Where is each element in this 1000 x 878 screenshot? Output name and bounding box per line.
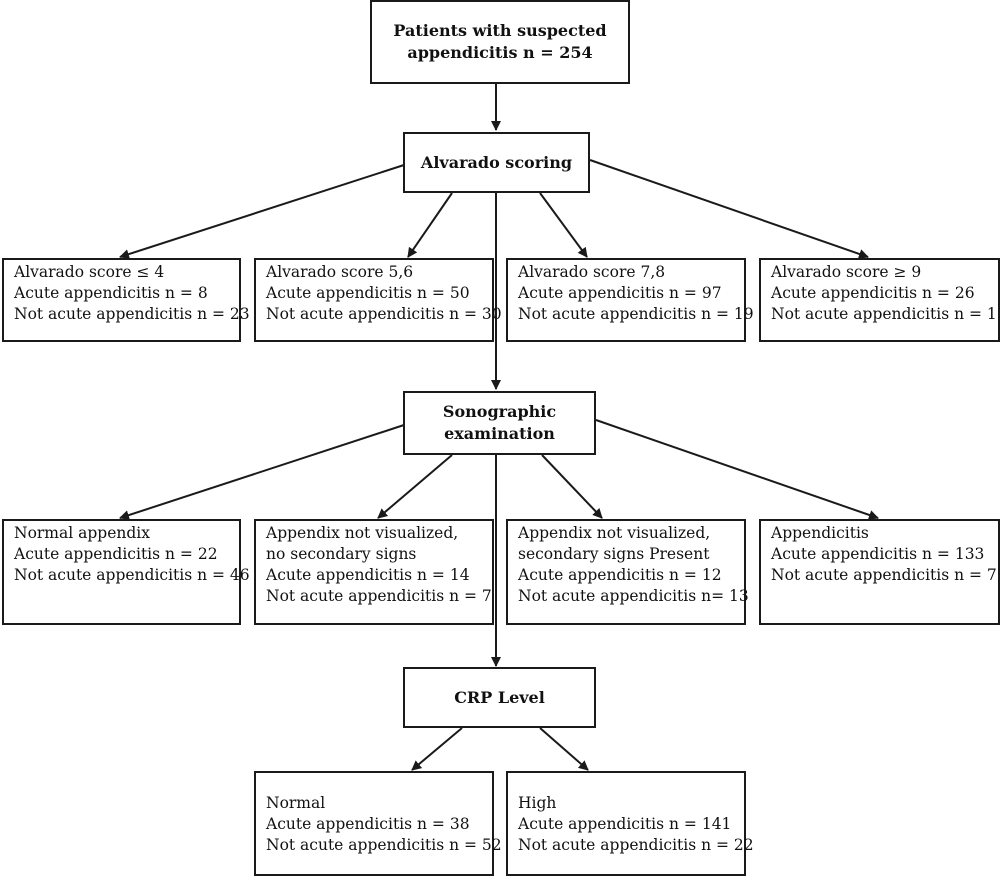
root-box: Patients with suspected appendicitis n =…	[370, 0, 630, 84]
acute-count: Acute appendicitis n = 26	[771, 284, 975, 302]
sonographic-examination-box: Sonographic examination	[403, 391, 596, 455]
arrow-sono-to-appendicitis	[595, 419, 879, 520]
box-line: secondary signs Present	[518, 545, 710, 563]
not-acute-count: Not acute appendicitis n = 7	[266, 587, 492, 605]
sono-not-visualized-no-signs-box: Appendix not visualized, no secondary si…	[254, 519, 494, 625]
group-label: Alvarado score 5,6	[266, 263, 414, 281]
acute-count: Acute appendicitis n = 12	[518, 566, 722, 584]
not-acute-count: Not acute appendicitis n = 1	[771, 305, 997, 323]
box-line: Normal appendix	[14, 524, 150, 542]
box-line: Appendix not visualized,	[266, 524, 459, 542]
alvarado-score-78-box: Alvarado score 7,8 Acute appendicitis n …	[506, 258, 754, 342]
sonographic-title-line-1: Sonographic	[442, 402, 557, 421]
not-acute-count: Not acute appendicitis n = 22	[518, 836, 754, 854]
acute-count: Acute appendicitis n = 133	[771, 545, 985, 563]
group-label: Normal	[266, 794, 326, 812]
acute-count: Acute appendicitis n = 97	[518, 284, 722, 302]
box-line: Appendix not visualized,	[518, 524, 711, 542]
not-acute-count: Not acute appendicitis n = 52	[266, 836, 502, 854]
crp-title: CRP Level	[454, 687, 545, 707]
sono-appendicitis-box: Appendicitis Acute appendicitis n = 133 …	[759, 519, 1000, 625]
crp-normal-box: Normal Acute appendicitis n = 38 Not acu…	[254, 771, 502, 876]
sono-not-visualized-signs-box: Appendix not visualized, secondary signs…	[506, 519, 749, 625]
arrow-alvarado-to-score-56	[407, 192, 453, 258]
arrow-alvarado-to-score-le4	[119, 164, 405, 259]
box-line: no secondary signs	[266, 545, 417, 563]
alvarado-score-56-box: Alvarado score 5,6 Acute appendicitis n …	[254, 258, 502, 342]
arrow-sono-to-not-visualized-no-signs	[377, 454, 453, 519]
sonographic-title-line-2: examination	[444, 424, 555, 443]
not-acute-count: Not acute appendicitis n= 13	[518, 587, 749, 605]
acute-count: Acute appendicitis n = 8	[14, 284, 208, 302]
not-acute-count: Not acute appendicitis n = 19	[518, 305, 754, 323]
group-label: Alvarado score ≥ 9	[771, 263, 922, 281]
not-acute-count: Not acute appendicitis n = 46	[14, 566, 250, 584]
arrow-crp-to-normal	[411, 727, 463, 771]
group-label: High	[518, 794, 557, 812]
box-line: Appendicitis	[771, 524, 869, 542]
alvarado-scoring-box: Alvarado scoring	[403, 132, 590, 193]
arrow-crp-to-high	[539, 727, 589, 771]
arrow-sono-to-normal-appendix	[119, 424, 405, 520]
crp-level-box: CRP Level	[403, 667, 596, 728]
acute-count: Acute appendicitis n = 38	[266, 815, 470, 833]
group-label: Alvarado score 7,8	[518, 263, 666, 281]
arrow-alvarado-to-score-78	[539, 192, 588, 258]
acute-count: Acute appendicitis n = 50	[266, 284, 470, 302]
not-acute-count: Not acute appendicitis n = 7	[771, 566, 997, 584]
root-line-2: appendicitis n = 254	[407, 43, 593, 62]
group-label: Alvarado score ≤ 4	[14, 263, 165, 281]
acute-count: Acute appendicitis n = 14	[266, 566, 470, 584]
alvarado-score-ge9-box: Alvarado score ≥ 9 Acute appendicitis n …	[759, 258, 1000, 342]
not-acute-count: Not acute appendicitis n = 30	[266, 305, 502, 323]
crp-high-box: High Acute appendicitis n = 141 Not acut…	[506, 771, 754, 876]
acute-count: Acute appendicitis n = 22	[14, 545, 218, 563]
alvarado-scoring-title: Alvarado scoring	[420, 152, 573, 172]
root-line-1: Patients with suspected	[393, 21, 607, 40]
alvarado-score-le4-box: Alvarado score ≤ 4 Acute appendicitis n …	[2, 258, 250, 342]
not-acute-count: Not acute appendicitis n = 23	[14, 305, 250, 323]
arrow-alvarado-to-score-ge9	[589, 159, 869, 259]
sono-normal-appendix-box: Normal appendix Acute appendicitis n = 2…	[2, 519, 250, 625]
arrow-sono-to-not-visualized-signs	[541, 454, 603, 519]
acute-count: Acute appendicitis n = 141	[518, 815, 732, 833]
